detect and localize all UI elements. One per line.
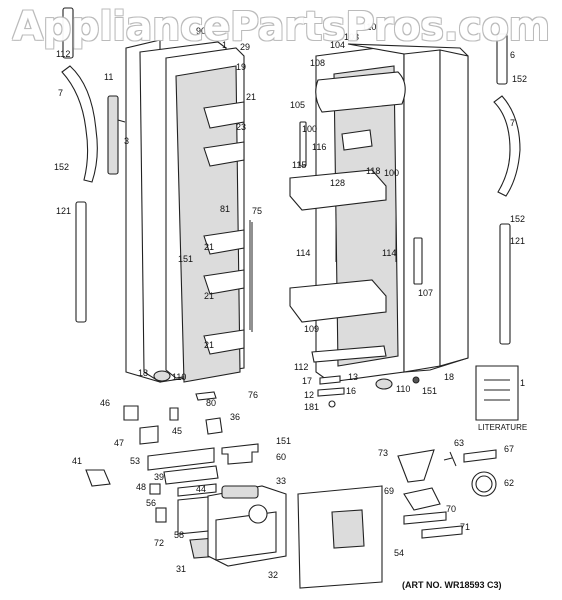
- part-number-label: 21: [204, 242, 214, 252]
- part-number-label: 100: [302, 124, 317, 134]
- part-number-label: 29: [240, 42, 250, 52]
- part-number-label: 41: [72, 456, 82, 466]
- part-number-label: 110: [396, 384, 410, 394]
- part-number-label: 72: [154, 538, 164, 548]
- part-number-label: 18: [138, 368, 148, 378]
- part-number-label: 7: [58, 88, 63, 98]
- part-number-label: 19: [236, 62, 246, 72]
- part-number-label: 76: [248, 390, 258, 400]
- part-number-label: 45: [172, 426, 182, 436]
- art-number: (ART NO. WR18593 C3): [402, 580, 502, 590]
- part-number-label: 115: [292, 160, 306, 170]
- part-number-label: 63: [454, 438, 464, 448]
- part-number-label: 151: [178, 254, 193, 264]
- part-number-label: 1: [520, 378, 525, 388]
- part-number-label: 47: [114, 438, 124, 448]
- part-number-label: 116: [312, 142, 326, 152]
- part-number-label: 17: [302, 376, 312, 386]
- part-number-label: 108: [310, 58, 325, 68]
- part-number-label: 44: [196, 484, 206, 494]
- part-number-label: 12: [304, 390, 314, 400]
- part-number-label: 121: [56, 206, 71, 216]
- left-handle-parts: [61, 7, 126, 323]
- part-number-label: 56: [146, 498, 156, 508]
- small-hardware: [123, 370, 420, 445]
- part-number-label: 90: [196, 26, 206, 36]
- part-number-label: 104: [330, 40, 345, 50]
- part-number-label: 110: [362, 22, 376, 32]
- part-number-label: 6: [510, 50, 515, 60]
- part-number-label: 46: [100, 398, 110, 408]
- part-number-label: 21: [204, 340, 214, 350]
- part-number-label: 21: [204, 291, 214, 301]
- literature-booklet: [475, 365, 519, 421]
- freezer-door: [125, 39, 253, 383]
- part-number-label: 114: [296, 248, 310, 258]
- part-number-label: 152: [512, 74, 527, 84]
- part-number-label: 75: [252, 206, 262, 216]
- part-number-label: 110: [172, 372, 186, 382]
- part-number-label: 103: [344, 32, 359, 42]
- part-number-label: 118: [366, 166, 380, 176]
- part-number-label: 128: [330, 178, 345, 188]
- right-handle-parts: [493, 33, 521, 345]
- part-number-label: 3: [124, 136, 129, 146]
- part-number-label: 151: [422, 386, 437, 396]
- part-number-label: 18: [444, 372, 454, 382]
- part-number-label: 21: [246, 92, 256, 102]
- part-number-label: 53: [130, 456, 140, 466]
- part-number-label: 121: [510, 236, 525, 246]
- dispenser-parts: [85, 443, 383, 589]
- part-number-label: 39: [154, 472, 164, 482]
- part-number-label: 80: [206, 398, 216, 408]
- part-number-label: 67: [504, 444, 514, 454]
- part-number-label: 13: [348, 372, 358, 382]
- part-number-label: 32: [268, 570, 278, 580]
- part-number-label: 151: [276, 436, 291, 446]
- part-number-label: 70: [446, 504, 456, 514]
- part-number-label: 58: [174, 530, 184, 540]
- part-number-label: 107: [418, 288, 433, 298]
- part-number-label: 71: [460, 522, 470, 532]
- part-number-label: 23: [236, 122, 246, 132]
- right-small-parts: [397, 449, 497, 539]
- part-number-label: 69: [384, 486, 394, 496]
- part-number-label: 62: [504, 478, 514, 488]
- part-number-label: 112: [56, 49, 70, 59]
- part-number-label: 11: [104, 72, 113, 82]
- part-number-label: 7: [510, 118, 515, 128]
- part-number-label: 152: [510, 214, 525, 224]
- part-number-label: 181: [304, 402, 319, 412]
- part-number-label: 73: [378, 448, 388, 458]
- part-number-label: 54: [394, 548, 404, 558]
- part-number-label: 36: [230, 412, 240, 422]
- part-number-label: 100: [384, 168, 399, 178]
- part-number-label: 33: [276, 476, 286, 486]
- part-number-label: 60: [276, 452, 286, 462]
- part-number-label: 48: [136, 482, 146, 492]
- part-number-label: 109: [304, 324, 319, 334]
- fresh-food-door: [289, 43, 469, 383]
- part-number-label: 112: [294, 362, 308, 372]
- part-number-label: 16: [346, 386, 356, 396]
- part-number-label: 31: [176, 564, 186, 574]
- part-number-label: 114: [382, 248, 396, 258]
- part-number-label: 81: [220, 204, 230, 214]
- part-number-label: 1: [222, 40, 227, 50]
- part-number-label: 152: [54, 162, 69, 172]
- part-number-label: 105: [290, 100, 305, 110]
- literature-label: LITERATURE: [478, 423, 527, 432]
